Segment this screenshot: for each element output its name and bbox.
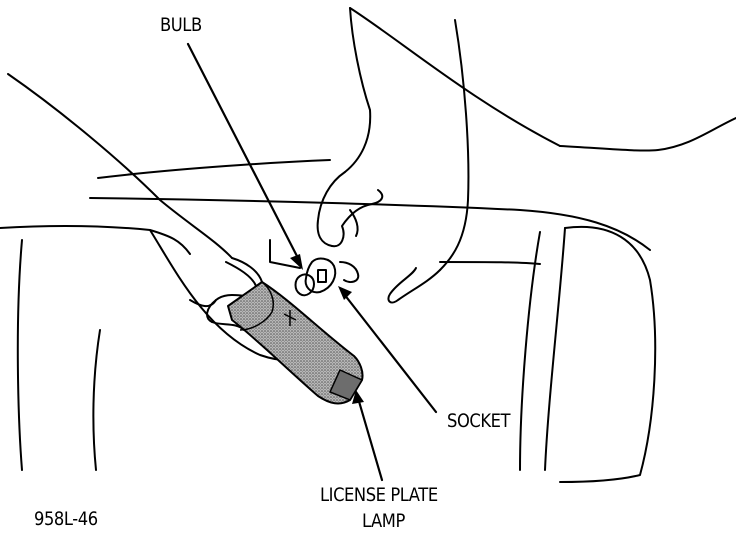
lamp-center-mark: [283, 310, 297, 326]
right-hand-fingers: [331, 189, 384, 248]
right-arm-outer: [439, 19, 470, 271]
lamp-leader-line: [356, 396, 384, 482]
left-hand-knuckle: [189, 299, 217, 307]
lamp-recess: [269, 239, 301, 269]
left-thumb: [225, 261, 257, 287]
vehicle-upper-curve: [349, 7, 561, 147]
bulb-glass: [294, 273, 315, 297]
socket-body: [304, 257, 337, 294]
right-arm-upper: [344, 7, 372, 173]
bulb-label: BULB: [160, 14, 202, 36]
fascia-line-lower: [439, 261, 541, 265]
socket-label: SOCKET: [447, 410, 511, 432]
left-arm-upper: [7, 73, 233, 259]
bumper-panel-inner: [544, 227, 566, 471]
lamp-lens-edge: [239, 281, 274, 331]
right-hand-thumb: [387, 267, 441, 304]
fascia-line: [89, 197, 651, 251]
bumper-panel-inner-2: [519, 231, 541, 471]
right-hand-knuckle: [349, 209, 359, 237]
right-hand-palm: [316, 171, 346, 247]
socket-detail: [317, 269, 327, 283]
bumper-panel-right: [559, 225, 657, 483]
bulb-arrowhead: [290, 254, 303, 270]
socket-arrowhead: [338, 286, 352, 300]
license-plate-lamp: [227, 281, 364, 405]
vehicle-trunk-edge: [559, 117, 736, 152]
license-plate-lamp-label-line2: LAMP: [362, 510, 405, 532]
socket-leader-line: [342, 292, 438, 414]
bulb-leader-line: [186, 42, 302, 264]
lamp-arrowhead: [352, 390, 364, 404]
license-plate-lamp-label-line1: LICENSE PLATE: [320, 484, 438, 506]
right-hand-finger-tip: [339, 261, 360, 283]
figure-id-label: 958L-46: [34, 508, 98, 530]
left-arm-lower: [0, 224, 191, 255]
vehicle-body-outline: [97, 159, 331, 179]
lamp-end-cap: [328, 369, 364, 401]
bumper-left-edge: [16, 239, 23, 471]
bumper-left-edge-2: [92, 329, 101, 471]
